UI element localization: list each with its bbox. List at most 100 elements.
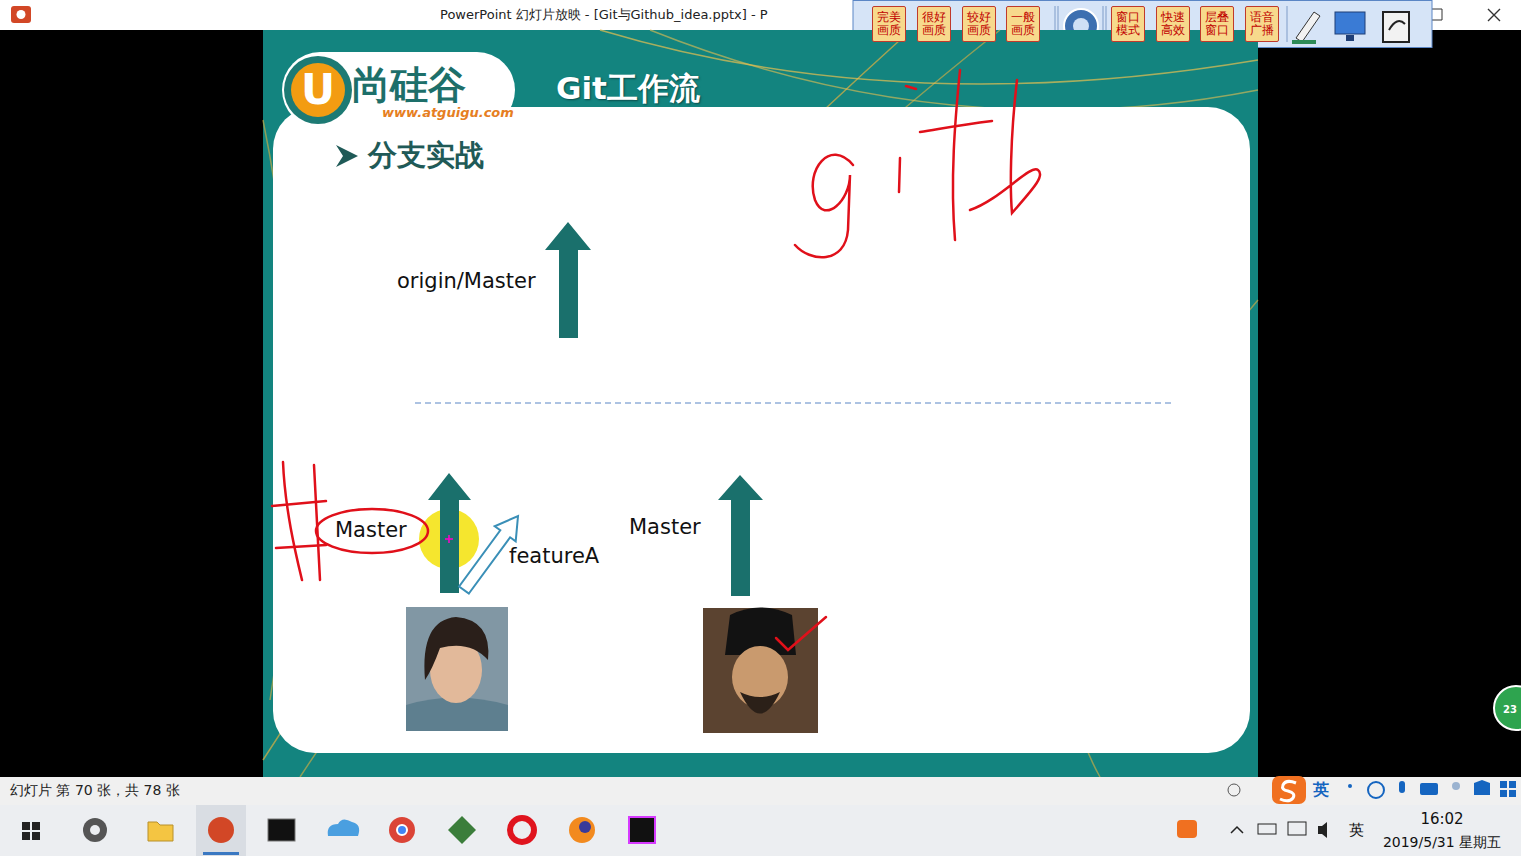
pen-icon-base (1292, 40, 1316, 44)
slide-title: Git工作流 (556, 71, 700, 105)
branch-label: featureA (509, 545, 599, 568)
tray-expand (1231, 827, 1243, 833)
content-panel (273, 107, 1250, 753)
app-icon-inner (90, 825, 100, 835)
screen-icon (1383, 12, 1409, 42)
branch-label: origin/Master (397, 270, 536, 293)
cloud-icon (328, 819, 359, 836)
toolbar-button: 快速高效 (1156, 6, 1190, 42)
slide-background (263, 30, 1258, 777)
hand-annotation (272, 70, 1040, 650)
battery-icon (1258, 824, 1276, 834)
toolbar-button: 很好画质 (917, 6, 951, 42)
close-button (1488, 9, 1500, 21)
ime-icon (1348, 784, 1352, 788)
pointer-cross (445, 535, 453, 543)
section-heading: 分支实战 (368, 140, 484, 172)
branch-arrow (718, 475, 763, 596)
button-text: 完美画质 (877, 11, 901, 37)
annotation-stroke (283, 462, 302, 580)
restore-button (1431, 9, 1442, 20)
start-logo-pane (32, 822, 40, 830)
clock-time: 16:02 (1420, 811, 1463, 828)
logo-disc (291, 63, 345, 117)
firefox-icon (569, 817, 595, 843)
monitor-icon-stand (1346, 35, 1354, 41)
annotation-stroke (970, 80, 1040, 213)
toolbar-button: 层叠窗口 (1200, 6, 1234, 42)
powerpoint-icon (208, 817, 234, 843)
screen-icon-mark (1389, 21, 1405, 30)
ime-icon (1500, 781, 1507, 788)
chrome-icon (389, 817, 415, 843)
opera-icon (510, 818, 534, 842)
toolbar-button: 窗口模式 (1111, 6, 1145, 42)
divider-dashed (415, 403, 1172, 404)
toolbar-panel (853, 1, 1432, 48)
monitor-icon (1335, 12, 1365, 34)
branch-arrow (545, 222, 591, 338)
ime-icon (1500, 790, 1507, 797)
logo-panel (282, 52, 515, 128)
logo-url: www.atguigu.com (382, 106, 514, 120)
app-icon (448, 816, 476, 844)
annotation-stroke (906, 86, 916, 89)
ime-icon (1474, 780, 1490, 795)
portrait-beard (740, 692, 780, 714)
portrait-hair (424, 617, 488, 680)
active-app-highlight (196, 805, 246, 856)
tray-icons (1177, 820, 1327, 838)
annotation-check (776, 617, 826, 650)
ime-icon (1452, 782, 1460, 790)
powerpoint-icon (11, 6, 31, 23)
toolbar-button: 完美画质 (872, 6, 906, 42)
annotation-stroke (899, 158, 900, 192)
chrome-icon-center (397, 825, 407, 835)
button-text: 一般画质 (1011, 11, 1035, 37)
start-logo-pane (32, 832, 40, 840)
window-title: PowerPoint 幻灯片放映 - [Git与Github_idea.pptx… (440, 8, 768, 22)
button-text: 快速高效 (1161, 11, 1185, 37)
slide-counter: 幻灯片 第 70 张，共 78 张 (10, 783, 180, 798)
ime-icon (1509, 781, 1516, 788)
start-button (22, 822, 40, 840)
firefox-icon-globe (579, 821, 591, 833)
annotation-stroke (795, 155, 853, 257)
ime-icon (1368, 782, 1384, 798)
clock-date: 2019/5/31 星期五 (1383, 835, 1501, 850)
ime-icon (1399, 781, 1405, 793)
annotation-stroke (953, 70, 960, 240)
badge-number: 23 (1503, 704, 1517, 715)
ime-mode: 英 (1313, 781, 1329, 799)
start-logo-pane (22, 822, 30, 830)
button-text: 语音广播 (1250, 11, 1274, 37)
logo-letter: U (301, 67, 335, 113)
branch-label: Master (335, 519, 407, 542)
taskbar (0, 805, 1521, 856)
start-logo-pane (22, 832, 30, 840)
terminal-icon (268, 819, 295, 841)
ime-icon (1420, 783, 1438, 795)
ime-toolbar-icons (1348, 780, 1516, 798)
status-bar (0, 777, 1521, 805)
app-icon (83, 818, 107, 842)
ime-icon (1509, 790, 1516, 797)
annotation-stroke (272, 501, 326, 506)
pen-icon (1296, 12, 1320, 42)
logo-name: 尚硅谷 (352, 65, 466, 107)
intellij-icon (629, 817, 655, 843)
ime-logo (1272, 776, 1306, 804)
bullet-arrow (336, 145, 358, 167)
portrait-photo (406, 607, 508, 731)
annotation-circle (316, 509, 428, 553)
branch-arrow (428, 473, 471, 593)
branch-label: Master (629, 516, 701, 539)
powerpoint-icon-dot (17, 10, 26, 19)
annotation-stroke (920, 121, 992, 132)
status-icon (1228, 784, 1240, 796)
toolbar-button: 语音广播 (1245, 6, 1279, 42)
floating-badge (1494, 686, 1521, 730)
button-text: 很好画质 (922, 11, 946, 37)
